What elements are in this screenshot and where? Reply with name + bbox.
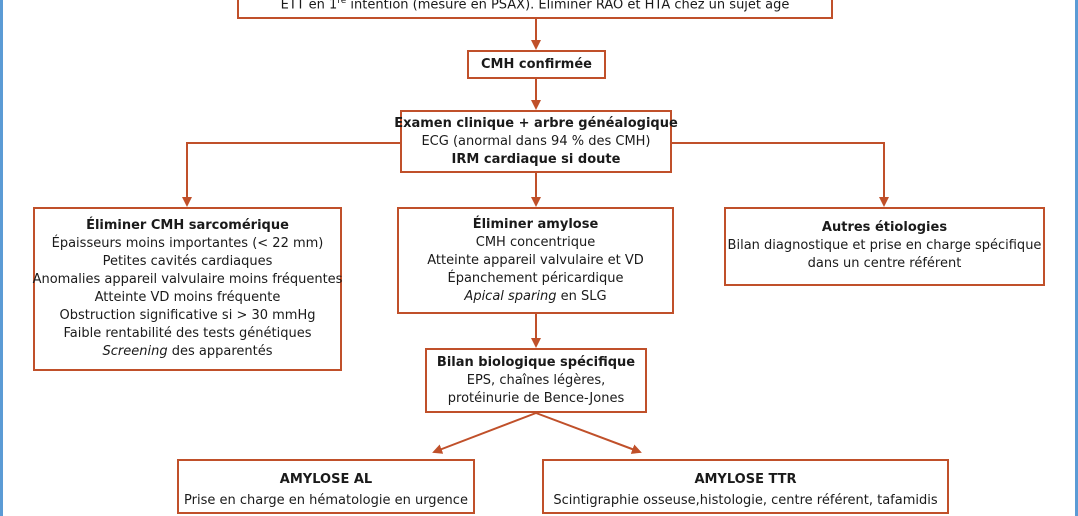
apical-sparing-rest: en SLG bbox=[556, 288, 607, 304]
sarcomeric-line: Atteinte VD moins fréquente bbox=[94, 290, 281, 305]
amylose-al-box: AMYLOSE AL Prise en charge en hématologi… bbox=[177, 459, 475, 514]
sarcomeric-line: Faible rentabilité des tests génétiques bbox=[63, 326, 312, 341]
amylose-al-line: Prise en charge en hématologie en urgenc… bbox=[184, 493, 468, 508]
ett-text: ETT en 1re intention (mesure en PSAX). É… bbox=[281, 0, 790, 14]
clinical-exam-title: Examen clinique + arbre généalogique bbox=[394, 115, 678, 131]
ett-text-start: ETT en 1 bbox=[280, 0, 338, 12]
irm-line: IRM cardiaque si doute bbox=[451, 151, 621, 167]
apical-sparing-italic: Apical sparing bbox=[464, 288, 557, 304]
ett-superscript: re bbox=[337, 0, 347, 6]
amylose-title: Éliminer amylose bbox=[472, 216, 599, 232]
biological-workup-line: EPS, chaînes légères, bbox=[466, 372, 606, 388]
amylose-line: Épanchement péricardique bbox=[447, 270, 624, 286]
biological-workup-title: Bilan biologique spécifique bbox=[436, 354, 636, 370]
other-etiologies-line: Bilan diagnostique et prise en charge sp… bbox=[727, 238, 1042, 253]
ecg-line: ECG (anormal dans 94 % des CMH) bbox=[421, 133, 651, 149]
amylose-line: Atteinte appareil valvulaire et VD bbox=[427, 252, 644, 268]
amylose-box: Éliminer amylose CMH concentrique Attein… bbox=[397, 207, 674, 314]
sarcomeric-line: Épaisseurs moins importantes (< 22 mm) bbox=[51, 236, 324, 251]
arrow-bilan-to-al bbox=[432, 412, 537, 454]
screening-italic: Screening bbox=[102, 344, 168, 359]
sarcomeric-line: Anomalies appareil valvulaire moins fréq… bbox=[32, 272, 343, 287]
amylose-ttr-box: AMYLOSE TTR Scintigraphie osseuse,histol… bbox=[542, 459, 949, 514]
sarcomeric-line: Obstruction significative si > 30 mmHg bbox=[59, 308, 316, 323]
biological-workup-box: Bilan biologique spécifique EPS, chaînes… bbox=[425, 348, 647, 413]
sarcomeric-cmh-box: Éliminer CMH sarcomérique Épaisseurs moi… bbox=[33, 207, 342, 371]
arrow-exam-to-autres bbox=[672, 142, 889, 207]
sarcomeric-line: Petites cavités cardiaques bbox=[102, 254, 273, 269]
ett-first-intention-box: ETT en 1re intention (mesure en PSAX). É… bbox=[237, 0, 833, 19]
ett-text-end: intention (mesure en PSAX). Éliminer RAO… bbox=[346, 0, 790, 12]
biological-workup-line: protéinurie de Bence-Jones bbox=[447, 390, 625, 406]
screening-line: Screening des apparentés bbox=[103, 343, 273, 361]
other-etiologies-line: dans un centre référent bbox=[807, 256, 962, 271]
apical-sparing-line: Apical sparing en SLG bbox=[464, 288, 606, 306]
screening-rest: des apparentés bbox=[167, 344, 273, 359]
amylose-ttr-title: AMYLOSE TTR bbox=[694, 472, 797, 487]
arrow-bilan-to-ttr bbox=[535, 412, 642, 454]
cmh-confirmed-box: CMH confirmée bbox=[467, 50, 606, 79]
amylose-ttr-line: Scintigraphie osseuse,histologie, centre… bbox=[553, 493, 938, 508]
amylose-line: CMH concentrique bbox=[475, 234, 596, 250]
clinical-exam-box: Examen clinique + arbre généalogique ECG… bbox=[394, 110, 678, 173]
other-etiologies-box: Autres étiologies Bilan diagnostique et … bbox=[724, 207, 1045, 286]
arrow-exam-to-sarcomerique bbox=[182, 142, 400, 207]
sarcomeric-title: Éliminer CMH sarcomérique bbox=[86, 218, 289, 233]
other-etiologies-title: Autres étiologies bbox=[821, 220, 948, 235]
amylose-al-title: AMYLOSE AL bbox=[279, 472, 373, 487]
cmh-confirmed-label: CMH confirmée bbox=[480, 56, 592, 72]
